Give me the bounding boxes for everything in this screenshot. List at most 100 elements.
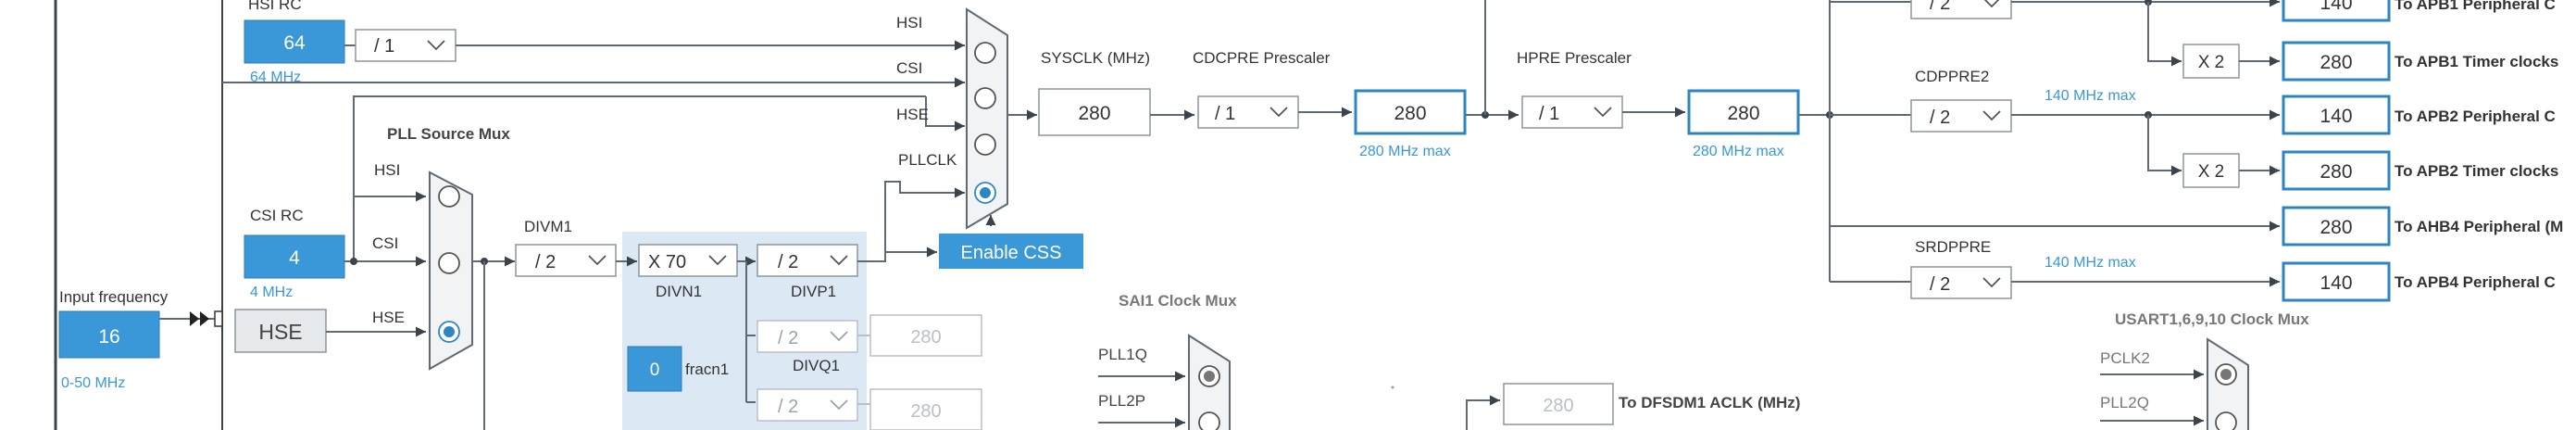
divq1-select[interactable]	[757, 320, 858, 353]
divn1-title: DIVN1	[656, 283, 702, 300]
input-frequency-box[interactable]	[58, 310, 160, 359]
hsi-rc-value-box[interactable]	[244, 19, 345, 64]
apb2-peripheral-output-box	[2282, 95, 2391, 135]
cdcpre-max: 280 MHz max	[1359, 144, 1451, 159]
chevron-down-icon	[1594, 107, 1612, 118]
sysclk-mux-radio-hsi[interactable]	[974, 42, 996, 64]
sysclk-title: SYSCLK (MHz)	[1041, 49, 1150, 67]
sai1-mux-input-pll2p: PLL2P	[1098, 392, 1145, 410]
divq1-output-box	[869, 314, 982, 357]
chevron-down-icon	[588, 255, 606, 266]
enable-css-label: Enable CSS	[961, 243, 1062, 263]
cdppre1-value: / 2	[1930, 0, 1950, 14]
cdcpre-output: 280	[1394, 103, 1426, 124]
apb2-timer-multiplier	[2182, 153, 2240, 188]
fracn1-value: 0	[650, 360, 660, 380]
usart-mux-radio-pll2q[interactable]	[2215, 411, 2237, 430]
pllclk-line	[857, 181, 965, 262]
srdppre-max: 140 MHz max	[2045, 255, 2136, 271]
chevron-down-icon	[708, 255, 727, 266]
pll-mux-input-csi: CSI	[372, 234, 398, 252]
hsi-divider-value: / 1	[374, 36, 394, 57]
input-frequency-title: Input frequency	[59, 288, 169, 306]
sysclk-value: 280	[1078, 103, 1110, 124]
divq1-output: 280	[910, 327, 941, 348]
divm1-select[interactable]	[515, 244, 617, 277]
fracn1-box[interactable]	[627, 346, 682, 392]
enable-css-button[interactable]	[939, 234, 1083, 269]
divp1-title: DIVP1	[791, 283, 836, 300]
hpre-max: 280 MHz max	[1693, 144, 1784, 159]
apb2-timer-multiplier-value: X 2	[2198, 162, 2225, 182]
apb1-timer-multiplier	[2182, 44, 2240, 79]
divq1-value: / 2	[778, 328, 798, 348]
apb1-timer-value: 280	[2320, 52, 2352, 73]
usart-mux-input-pclk2: PCLK2	[2100, 349, 2150, 367]
sysclk-mux-radio-csi[interactable]	[974, 87, 996, 109]
srdppre-title: SRDPPRE	[1915, 238, 1991, 256]
apb1-peripheral-label: To APB1 Peripheral C	[2395, 0, 2556, 13]
hsi-rc-title: HSI RC	[248, 0, 302, 13]
sai1-mux-radio-pll2p[interactable]	[1198, 411, 1220, 430]
sysclk-mux-input-hse: HSE	[896, 106, 929, 123]
ahb4-peripheral-output-box	[2282, 206, 2391, 247]
cdppre2-max: 140 MHz max	[2045, 88, 2136, 104]
chevron-down-icon	[830, 399, 848, 411]
chevron-down-icon	[1982, 110, 2001, 121]
input-frequency-range: 0-50 MHz	[61, 375, 125, 391]
pll-mux-input-hse: HSE	[372, 309, 405, 326]
input-frequency-value: 16	[98, 326, 119, 348]
hsi-rc-value: 64	[283, 32, 306, 54]
pll-mux-radio-hsi[interactable]	[438, 185, 460, 208]
apb2-timer-value: 280	[2320, 161, 2352, 183]
chevron-down-icon	[1269, 107, 1288, 118]
ahb4-peripheral-value: 280	[2320, 217, 2352, 238]
hpre-title: HPRE Prescaler	[1517, 49, 1632, 67]
sysclk-value-box	[1038, 88, 1151, 136]
divm1-title: DIVM1	[524, 218, 572, 235]
system-clock-mux	[966, 7, 1008, 230]
divp1-value: / 2	[778, 252, 798, 272]
hpre-value: / 1	[1539, 104, 1559, 124]
divn1-value: X 70	[648, 252, 686, 272]
hse-bus-line	[353, 95, 926, 259]
apb2-timer-label: To APB2 Timer clocks	[2395, 162, 2558, 180]
apb1-peripheral-output-box	[2282, 0, 2391, 22]
sai1-mux-input-pll1q: PLL1Q	[1098, 346, 1147, 363]
csi-rc-freq: 4 MHz	[250, 285, 293, 300]
chevron-down-icon	[830, 255, 848, 266]
csi-rc-value-box[interactable]	[244, 234, 345, 279]
apb4-peripheral-output-box	[2282, 261, 2391, 302]
sai1-clock-mux-title: SAI1 Clock Mux	[1119, 292, 1237, 310]
hsi-rc-freq: 64 MHz	[250, 70, 301, 85]
csi-rc-value: 4	[289, 247, 300, 269]
apb2-peripheral-value: 140	[2320, 106, 2352, 127]
cdppre2-title: CDPPRE2	[1915, 68, 1989, 85]
sysclk-mux-input-pllclk: PLLCLK	[898, 151, 957, 169]
cdcpre-value: / 1	[1215, 104, 1235, 124]
hse-label: HSE	[258, 320, 302, 344]
apb2-peripheral-label: To APB2 Peripheral C	[2395, 108, 2556, 125]
chevron-down-icon	[427, 40, 445, 51]
apb1-timer-output-box	[2282, 41, 2391, 82]
chevron-down-icon	[1982, 277, 2001, 288]
chevron-down-icon	[830, 331, 848, 342]
dfsdm1-output-box	[1503, 383, 1614, 425]
divr1-value: / 2	[778, 397, 798, 417]
divm1-value: / 2	[535, 252, 556, 272]
usart-clock-mux-title: USART1,6,9,10 Clock Mux	[2115, 310, 2309, 328]
ahb4-peripheral-label: To AHB4 Peripheral (M	[2395, 218, 2563, 235]
sysclk-mux-radio-hse[interactable]	[974, 133, 996, 156]
sysclk-mux-input-csi: CSI	[896, 59, 922, 77]
dfsdm1-value: 280	[1543, 396, 1573, 416]
hpre-output-box	[1687, 89, 1800, 135]
hse-button[interactable]	[234, 309, 327, 353]
pll-mux-input-hsi: HSI	[374, 161, 400, 179]
apb4-peripheral-label: To APB4 Peripheral C	[2395, 273, 2556, 291]
pll-mux-radio-csi[interactable]	[438, 252, 460, 274]
apb2-timer-output-box	[2282, 150, 2391, 191]
divq1-title: DIVQ1	[793, 357, 840, 374]
divr1-output-box	[869, 388, 982, 430]
